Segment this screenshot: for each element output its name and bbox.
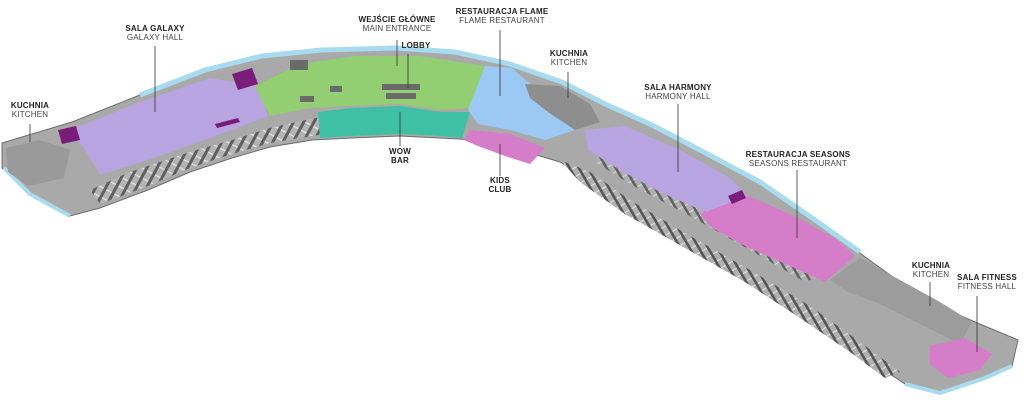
label-flame-restaurant-pl: RESTAURACJA FLAME <box>455 7 549 16</box>
room-wing-right <box>560 160 900 378</box>
label-wow-bar: WOW BAR <box>384 147 416 166</box>
zone-fitness-hall <box>930 338 992 378</box>
label-galaxy-hall: SALA GALAXY GALAXY HALL <box>115 24 195 43</box>
label-harmony-hall: SALA HARMONY HARMONY HALL <box>636 83 720 102</box>
label-main-entrance-en: MAIN ENTRANCE <box>362 23 432 33</box>
zone-seasons-restaurant <box>700 196 855 282</box>
zone-kitchen-left <box>6 140 70 186</box>
label-harmony-hall-en: HARMONY HALL <box>645 91 711 101</box>
zone-galaxy-hall <box>70 78 268 175</box>
zone-flame-restaurant <box>468 66 575 140</box>
zone-kitchen-mid <box>525 84 600 130</box>
accent-strip-galaxy <box>215 118 240 128</box>
label-kitchen-right-pl: KUCHNIA <box>911 261 951 270</box>
label-galaxy-hall-pl: SALA GALAXY <box>125 24 185 33</box>
label-seasons-restaurant: RESTAURACJA SEASONS SEASONS RESTAURANT <box>744 150 852 169</box>
label-kitchen-left-pl: KUCHNIA <box>10 101 50 110</box>
label-kitchen-left-en: KITCHEN <box>11 109 49 119</box>
label-kids-club-line1: KIDS <box>490 176 510 185</box>
zone-harmony-hall <box>585 126 748 214</box>
label-fitness-hall: SALA FITNESS FITNESS HALL <box>952 273 1022 292</box>
label-kitchen-mid-pl: KUCHNIA <box>549 49 589 58</box>
label-galaxy-hall-en: GALAXY HALL <box>126 32 184 42</box>
label-seasons-restaurant-en: SEASONS RESTAURANT <box>748 158 848 168</box>
label-harmony-hall-pl: SALA HARMONY <box>644 83 712 92</box>
label-kids-club: KIDS CLUB <box>484 176 516 195</box>
accent-block-galaxy <box>232 68 258 90</box>
label-kitchen-mid: KUCHNIA KITCHEN <box>546 49 592 68</box>
label-main-entrance-pl: WEJŚCIE GŁÓWNE <box>358 15 436 24</box>
label-main-entrance: WEJŚCIE GŁÓWNE MAIN ENTRANCE <box>352 15 442 34</box>
label-seasons-restaurant-pl: RESTAURACJA SEASONS <box>745 150 851 159</box>
label-kids-club-line2: CLUB <box>488 184 512 194</box>
label-wow-bar-line1: WOW <box>389 147 411 156</box>
glass-facade-south <box>904 364 1013 396</box>
label-wow-bar-line2: BAR <box>391 155 409 165</box>
room-wing-left <box>90 116 355 204</box>
label-lobby-pl: LOBBY <box>401 41 431 50</box>
label-kitchen-mid-en: KITCHEN <box>550 57 588 67</box>
accent-block-harmony <box>728 190 746 204</box>
label-kitchen-right-en: KITCHEN <box>912 269 950 279</box>
lobby-furniture <box>290 60 420 102</box>
label-flame-restaurant: RESTAURACJA FLAME FLAME RESTAURANT <box>452 7 552 26</box>
zone-wow-bar <box>318 106 470 138</box>
label-kitchen-right: KUCHNIA KITCHEN <box>908 261 954 280</box>
zone-kitchen-right <box>830 258 972 344</box>
label-kitchen-left: KUCHNIA KITCHEN <box>8 101 52 120</box>
glass-facade-north <box>139 45 862 255</box>
glass-facade-west <box>2 166 71 218</box>
label-lobby: LOBBY <box>396 41 436 51</box>
leader-lines <box>29 30 978 352</box>
zone-kids-club <box>464 130 545 164</box>
accent-block-left <box>58 126 80 144</box>
label-fitness-hall-en: FITNESS HALL <box>957 281 1017 291</box>
label-fitness-hall-pl: SALA FITNESS <box>957 273 1017 282</box>
label-flame-restaurant-en: FLAME RESTAURANT <box>459 15 545 25</box>
